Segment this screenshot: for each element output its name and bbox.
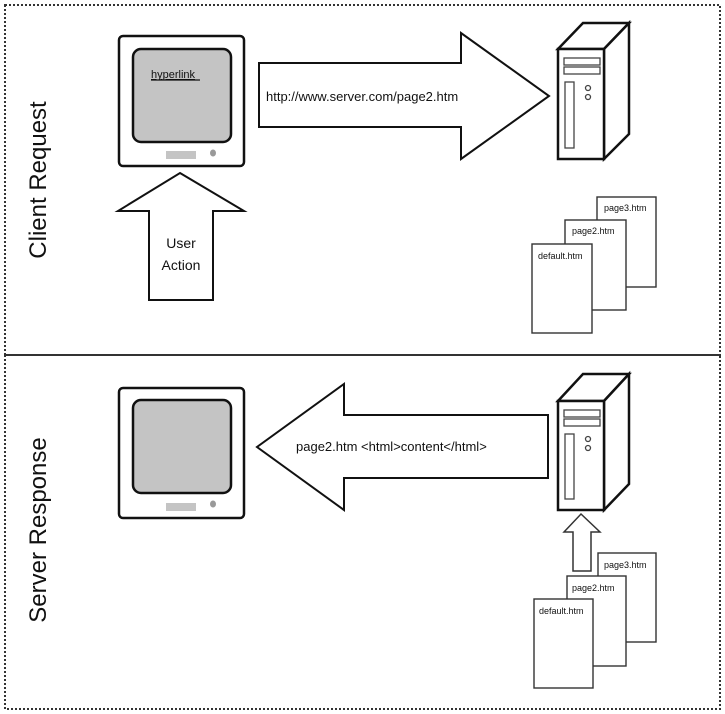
page-label: default.htm	[539, 606, 584, 616]
user-action-label-line2: Action	[162, 257, 201, 273]
user-action-arrow-icon	[114, 171, 248, 301]
hyperlink-link[interactable]: hyperlink	[151, 69, 196, 81]
response-panel-border	[4, 354, 721, 710]
page-stack-request: page3.htm page2.htm default.htm	[531, 196, 657, 334]
server-tower-icon	[555, 370, 632, 514]
client-request-title: Client Request	[25, 101, 52, 259]
page-label: default.htm	[538, 251, 583, 261]
response-content-text: page2.htm <html>content</html>	[296, 439, 487, 454]
page-document-icon	[533, 598, 594, 689]
client-monitor-icon	[117, 34, 246, 168]
request-panel-border	[4, 4, 721, 356]
server-response-title: Server Response	[25, 437, 52, 622]
server-tower-icon	[555, 19, 632, 163]
client-monitor-icon	[117, 386, 246, 520]
page-label: page2.htm	[572, 583, 615, 593]
page-document-icon	[531, 243, 593, 334]
user-action-label-line1: User	[166, 235, 196, 251]
request-arrow-icon	[258, 31, 551, 161]
page-stack-response: page3.htm page2.htm default.htm	[533, 552, 657, 689]
page-label: page2.htm	[572, 226, 615, 236]
fetch-arrow-icon	[562, 512, 602, 572]
page-label: page3.htm	[604, 560, 647, 570]
response-arrow-icon	[255, 382, 549, 512]
request-url-text: http://www.server.com/page2.htm	[266, 89, 458, 104]
page-label: page3.htm	[604, 203, 647, 213]
